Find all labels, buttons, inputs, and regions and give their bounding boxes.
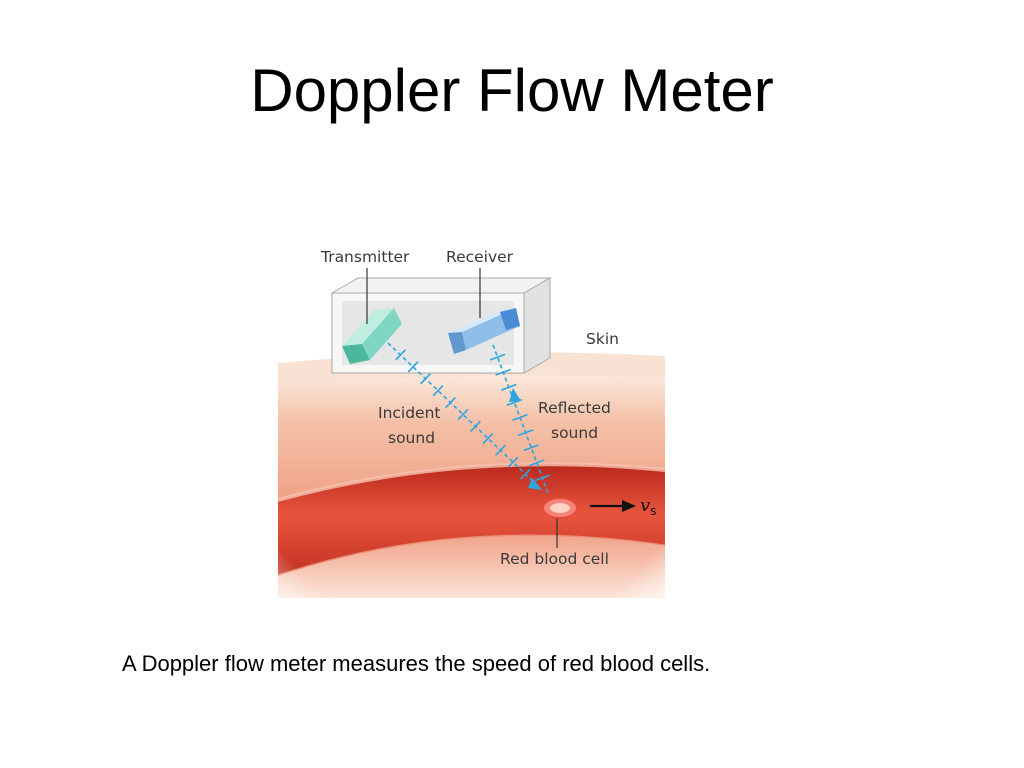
red-blood-cell bbox=[542, 497, 578, 519]
caption: A Doppler flow meter measures the speed … bbox=[122, 651, 711, 676]
transmitter-label: Transmitter bbox=[320, 248, 410, 266]
receiver-label: Receiver bbox=[446, 248, 514, 266]
doppler-illustration: Transmitter Receiver Skin Incident sound… bbox=[270, 238, 665, 598]
red-blood-cell-label: Red blood cell bbox=[500, 550, 609, 568]
slide-title: Doppler Flow Meter bbox=[250, 57, 774, 124]
reflected-sound-label-line2: sound bbox=[551, 424, 598, 442]
incident-sound-label-line2: sound bbox=[388, 429, 435, 447]
reflected-sound-label: Reflected bbox=[538, 399, 611, 417]
doppler-diagram: Transmitter Receiver Skin Incident sound… bbox=[270, 238, 665, 598]
incident-sound-label: Incident bbox=[378, 404, 441, 422]
skin-label: Skin bbox=[586, 330, 619, 348]
